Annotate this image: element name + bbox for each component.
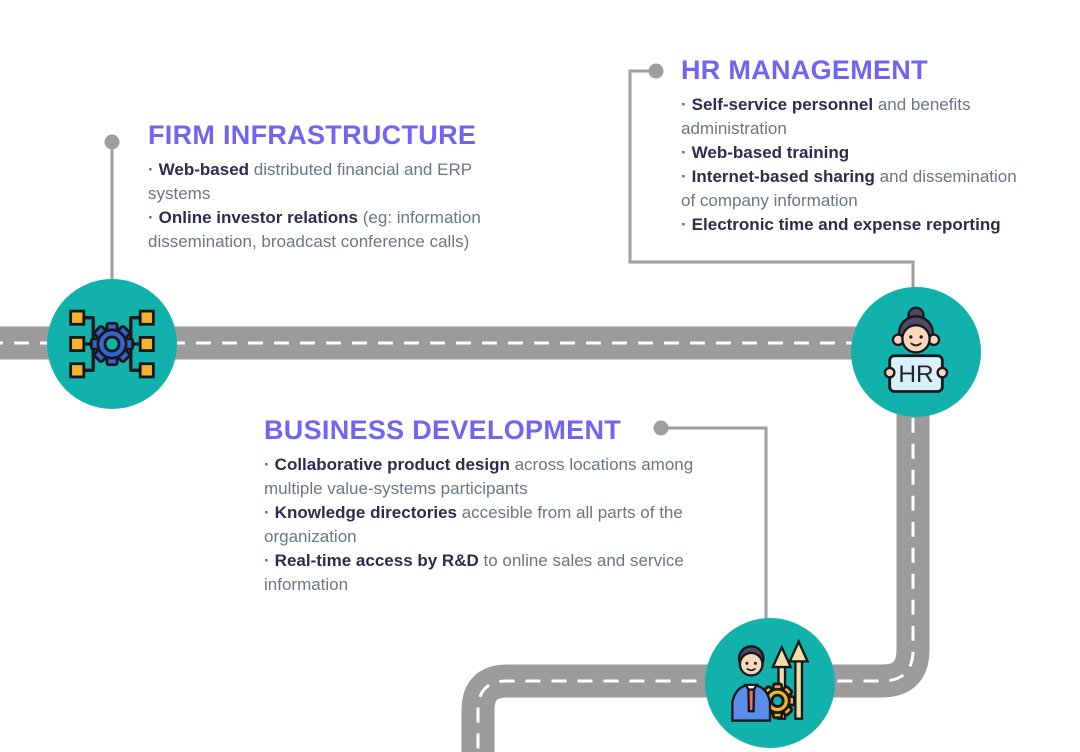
bullet-bold-text: Real-time access by R&D xyxy=(274,551,479,570)
section-firm-infrastructure: FIRM INFRASTRUCTURE ·Web-based distribut… xyxy=(148,118,488,254)
bullet-regular-text: distributed financial and ERP systems xyxy=(148,160,472,203)
section-bullets-business-development: ·Collaborative product design across loc… xyxy=(264,453,708,597)
bullet-marker: · xyxy=(148,160,154,179)
section-business-development: BUSINESS DEVELOPMENT ·Collaborative prod… xyxy=(264,413,708,597)
bullet-regular-text: across locations among multiple value-sy… xyxy=(264,455,694,498)
bullet-bold-text: Electronic time and expense reporting xyxy=(691,215,1001,234)
network-branches-right xyxy=(122,309,155,379)
bullet-marker: · xyxy=(264,503,270,522)
connector-dot-hr-management xyxy=(648,63,664,79)
hr-sign-label: HR xyxy=(898,361,933,388)
bullet-regular-text: to online sales and service information xyxy=(264,551,684,594)
gear-shape xyxy=(89,321,135,367)
bullet-bold-text: Web-based training xyxy=(691,143,850,162)
hr-person-icon: HR xyxy=(883,306,949,393)
connector-dot-firm-infrastructure xyxy=(104,134,120,150)
hr-sign: HR xyxy=(883,354,949,393)
bullet-marker: · xyxy=(681,167,687,186)
businessman-figure xyxy=(731,645,772,722)
bullet-bold-text: Web-based xyxy=(158,160,250,179)
bullet-item: ·Online investor relations (eg: informat… xyxy=(148,206,488,254)
bullet-regular-text: and benefits administration xyxy=(681,95,971,138)
bullet-bold-text: Knowledge directories xyxy=(274,503,457,522)
businessman-growth-icon xyxy=(731,638,810,722)
section-bullets-hr-management: ·Self-service personnel and benefits adm… xyxy=(681,93,1031,237)
bullet-bold-text: Internet-based sharing xyxy=(691,167,875,186)
connector-line-business-development xyxy=(662,426,768,645)
connector-line-hr-management xyxy=(628,69,915,315)
woman-figure xyxy=(891,306,941,354)
bullet-bold-text: Collaborative product design xyxy=(274,455,510,474)
bullet-item: ·Web-based training xyxy=(681,141,1031,165)
bullet-item: ·Web-based distributed financial and ERP… xyxy=(148,158,488,206)
bullet-regular-text: and dissemination of company information xyxy=(681,167,1017,210)
bullet-item: ·Internet-based sharing and disseminatio… xyxy=(681,165,1031,213)
bullet-marker: · xyxy=(148,208,154,227)
milestone-circle-firm-infrastructure xyxy=(47,279,177,409)
bullet-marker: · xyxy=(264,551,270,570)
bullet-item: ·Knowledge directories accesible from al… xyxy=(264,501,708,549)
section-title-hr-management: HR MANAGEMENT xyxy=(681,55,928,85)
milestone-circle-hr-management: HR xyxy=(851,287,981,417)
bullet-item: ·Electronic time and expense reporting xyxy=(681,213,1031,237)
bullet-bold-text: Online investor relations xyxy=(158,208,358,227)
bullet-marker: · xyxy=(681,215,687,234)
bullet-bold-text: Self-service personnel xyxy=(691,95,874,114)
bullet-marker: · xyxy=(681,143,687,162)
bullet-regular-text: (eg: information dissemination, broadcas… xyxy=(148,208,481,251)
bullet-marker: · xyxy=(264,455,270,474)
network-gear-icon xyxy=(69,309,155,379)
bullet-regular-text: accesible from all parts of the organiza… xyxy=(264,503,683,546)
section-bullets-firm-infrastructure: ·Web-based distributed financial and ERP… xyxy=(148,158,488,254)
bullet-item: ·Self-service personnel and benefits adm… xyxy=(681,93,1031,141)
bullet-marker: · xyxy=(681,95,687,114)
milestone-circle-business-development xyxy=(705,618,835,748)
bullet-item: ·Real-time access by R&D to online sales… xyxy=(264,549,708,597)
section-title-firm-infrastructure: FIRM INFRASTRUCTURE xyxy=(148,120,477,150)
connector-dot-business-development xyxy=(653,420,669,436)
section-hr-management: HR MANAGEMENT ·Self-service personnel an… xyxy=(681,53,1031,237)
section-title-business-development: BUSINESS DEVELOPMENT xyxy=(264,415,622,445)
bullet-item: ·Collaborative product design across loc… xyxy=(264,453,708,501)
